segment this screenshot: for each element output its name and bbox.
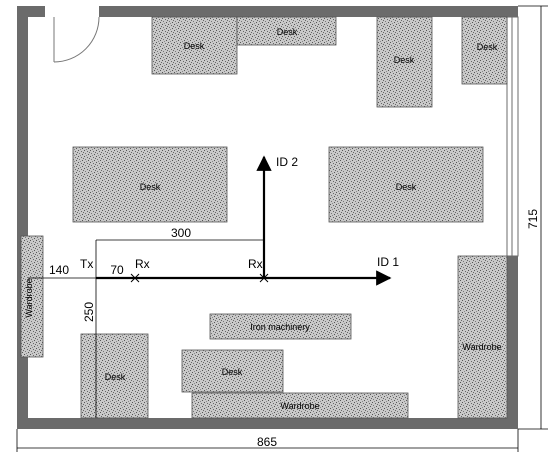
door: [53, 16, 100, 63]
rx-near-marker: [130, 273, 140, 283]
wardrobe-bottom: [191, 392, 409, 419]
desk-top-2: [236, 16, 337, 46]
tx-label: Tx: [80, 257, 93, 271]
desk-top-3-label: Desk: [394, 55, 415, 65]
desk-middle-left: [72, 146, 228, 223]
antenna-markers: [130, 273, 269, 283]
wardrobe-right-label: Wardrobe: [462, 342, 501, 352]
dim-tx-to-rx-center: 300: [171, 226, 191, 240]
desk-middle-right-label: Desk: [396, 182, 417, 192]
dim-tx-to-rx: 70: [110, 263, 124, 277]
rx-center-marker: [259, 273, 269, 283]
dim-room-width: 865: [257, 435, 277, 449]
wardrobe-left-label: Wardrobe: [24, 278, 34, 317]
dim-room-height: 715: [526, 209, 540, 229]
desk-top-3: [376, 16, 433, 108]
iron-machinery-label: Iron machinery: [250, 322, 310, 332]
dim-tx-to-floor: 250: [82, 302, 96, 322]
wall-top-right: [99, 6, 518, 17]
dim-wall-to-tx: 140: [49, 263, 69, 277]
rx-near-label: Rx: [135, 257, 150, 271]
wall-top-left: [17, 6, 45, 17]
desk-top-4-label: Desk: [477, 42, 498, 52]
desk-top-2-label: Desk: [277, 27, 298, 37]
desk-bottom-left: [80, 333, 149, 419]
rx-center-label: Rx: [248, 257, 263, 271]
desk-top-1-label: Desk: [184, 41, 205, 51]
wall-left: [17, 6, 28, 429]
wardrobe-left: [20, 235, 44, 358]
axis-id1-label: ID 1: [377, 255, 399, 269]
desk-middle-right: [328, 146, 484, 223]
desk-bottom-center-label: Desk: [222, 367, 243, 377]
axis-id2-label: ID 2: [276, 155, 298, 169]
wall-right-lower: [507, 256, 518, 429]
wardrobe-right: [457, 255, 508, 419]
desk-top-4: [461, 16, 508, 85]
desk-bottom-left-label: Desk: [105, 372, 126, 382]
desk-bottom-center: [181, 349, 284, 393]
iron-machinery: [209, 313, 352, 340]
axes: [96, 155, 392, 286]
desk-top-1: [151, 16, 238, 75]
wall-bottom: [17, 418, 518, 429]
walls: [17, 6, 519, 429]
furniture: Desk Desk Desk Desk Desk Desk Wardrobe W…: [20, 16, 508, 419]
wardrobe-bottom-label: Wardrobe: [280, 401, 319, 411]
desk-middle-left-label: Desk: [140, 182, 161, 192]
